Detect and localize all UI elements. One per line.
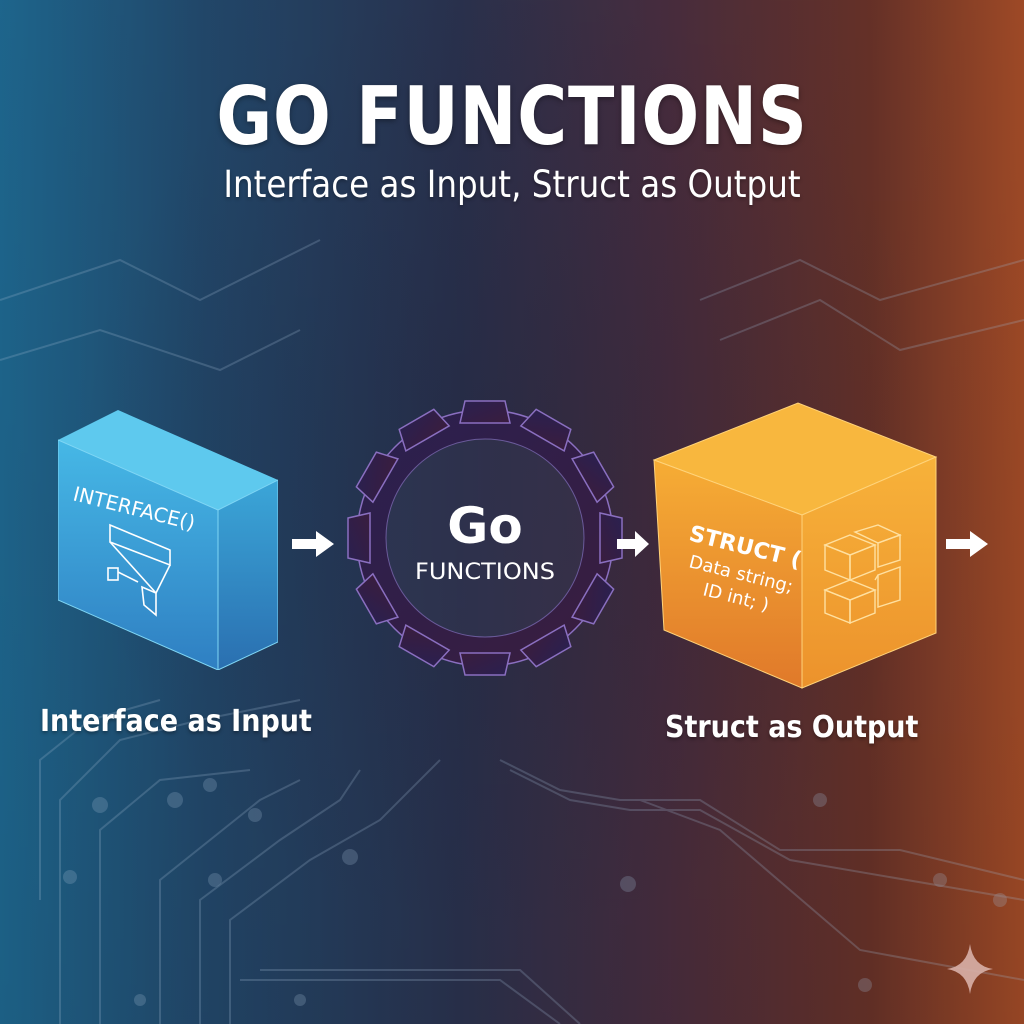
funnel-icon	[107, 523, 171, 617]
stacked-cubes-icon	[823, 524, 902, 625]
sparkle-icon	[947, 944, 993, 994]
arrow-right-icon	[617, 531, 649, 557]
interface-block: INTERFACE()	[58, 410, 278, 670]
struct-block: STRUCT ( Data string; ID int; )	[652, 402, 938, 689]
gear-title: Go	[447, 497, 522, 555]
input-caption: Interface as Input	[40, 704, 312, 739]
gear-subtitle: FUNCTIONS	[415, 560, 555, 585]
arrow-right-icon	[946, 531, 988, 557]
page-title: GO FUNCTIONS	[216, 70, 808, 163]
page-subtitle: Interface as Input, Struct as Output	[223, 163, 801, 206]
arrow-right-icon	[292, 531, 334, 557]
gear-icon: Go FUNCTIONS	[347, 400, 623, 676]
output-caption: Struct as Output	[665, 710, 919, 745]
